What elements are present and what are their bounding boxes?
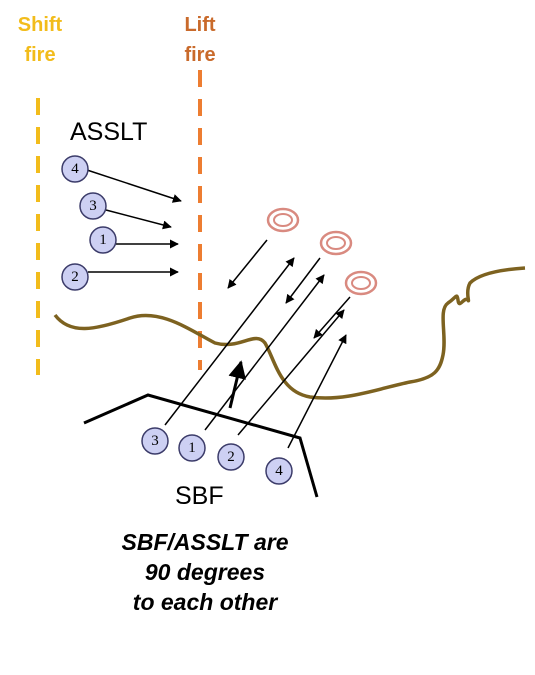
sbf-position-line xyxy=(83,393,319,498)
enemy-arrow-2 xyxy=(285,257,321,304)
note-line-3: to each other xyxy=(132,589,278,615)
note-line-1: SBF/ASSLT are xyxy=(121,529,289,555)
sbf-markers: 3 1 2 4 xyxy=(141,427,293,485)
svg-text:1: 1 xyxy=(99,232,107,248)
sbf-arrow-3 xyxy=(164,257,295,426)
note-text: SBF/ASSLT are 90 degrees to each other xyxy=(95,527,315,617)
svg-text:4: 4 xyxy=(71,161,79,177)
asslt-marker-4: 4 xyxy=(61,155,89,183)
enemy-targets xyxy=(266,207,378,296)
sbf-marker-2: 2 xyxy=(217,443,245,471)
sbf-fire-arrows xyxy=(164,257,347,449)
enemy-arrow-3 xyxy=(313,296,351,339)
asslt-marker-3: 3 xyxy=(79,192,107,220)
asslt-arrows xyxy=(86,169,182,277)
asslt-marker-2: 2 xyxy=(61,263,89,291)
sbf-marker-1: 1 xyxy=(178,434,206,462)
svg-text:3: 3 xyxy=(151,433,159,449)
svg-text:3: 3 xyxy=(89,198,97,214)
lift-fire-label: Lift fire xyxy=(170,10,230,70)
note-line-2: 90 degrees xyxy=(144,559,266,585)
shift-fire-label: Shift fire xyxy=(10,10,70,70)
asslt-label: ASSLT xyxy=(70,118,148,146)
terrain-line xyxy=(53,266,526,400)
asslt-arrow-4 xyxy=(86,169,182,203)
sbf-arrow-1 xyxy=(204,274,325,431)
target-ring-3 xyxy=(344,270,378,296)
enemy-fire-arrows xyxy=(227,239,351,339)
svg-text:1: 1 xyxy=(188,440,196,456)
shift-fire-label-line2: fire xyxy=(24,44,56,66)
enemy-arrow-1 xyxy=(227,239,268,289)
asslt-markers: 4 3 1 2 xyxy=(61,155,117,291)
sbf-label: SBF xyxy=(175,482,224,510)
shift-fire-label-line1: Shift xyxy=(17,14,63,36)
sbf-arrow-2 xyxy=(237,309,345,436)
advance-arrow xyxy=(228,360,246,409)
svg-text:2: 2 xyxy=(71,269,79,285)
target-ring-1 xyxy=(266,207,300,233)
svg-text:2: 2 xyxy=(227,449,235,465)
sbf-marker-4: 4 xyxy=(265,457,293,485)
lift-fire-label-line2: fire xyxy=(184,44,216,66)
svg-text:4: 4 xyxy=(275,463,283,479)
lift-fire-label-line1: Lift xyxy=(184,14,216,36)
sbf-marker-3: 3 xyxy=(141,427,169,455)
target-ring-2 xyxy=(319,230,353,256)
asslt-arrow-3 xyxy=(105,209,172,230)
asslt-marker-1: 1 xyxy=(89,226,117,254)
sbf-arrow-4 xyxy=(287,334,347,449)
